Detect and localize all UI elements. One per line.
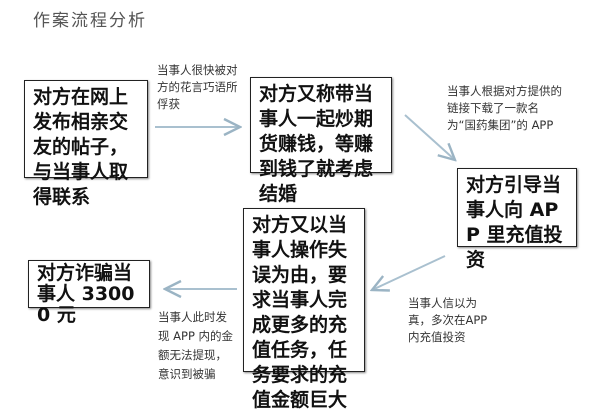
diagram-title: 作案流程分析 (33, 11, 147, 31)
step-3-box: 对方引导当事人向 APP 里充值投资 (457, 168, 577, 271)
note-3: 当事人信以为真，多次在APP内充值投资 (408, 296, 488, 344)
step-1-box: 对方在网上发布相亲交友的帖子，与当事人取得联系 (24, 80, 148, 208)
note-4: 当事人此时发现 APP 内的金额无法提现，意识到被骗 (158, 310, 234, 381)
step-4-box: 对方又以当事人操作失误为由，要求当事人完成更多的充值任务，任务要求的充值金额巨大 (243, 208, 365, 411)
note-1: 当事人很快被对方的花言巧语所俘获 (157, 63, 238, 111)
step-5-box: 对方诈骗当事人 33000 元 (28, 260, 150, 326)
arrow-2 (404, 114, 455, 160)
note-2: 当事人根据对方提供的链接下载了一款名为“国药集团”的 APP (447, 84, 562, 132)
step-2-box: 对方又称带当事人一起炒期货赚钱，等赚到钱了就考虑结婚 (250, 77, 392, 205)
arrow-3 (372, 255, 446, 290)
